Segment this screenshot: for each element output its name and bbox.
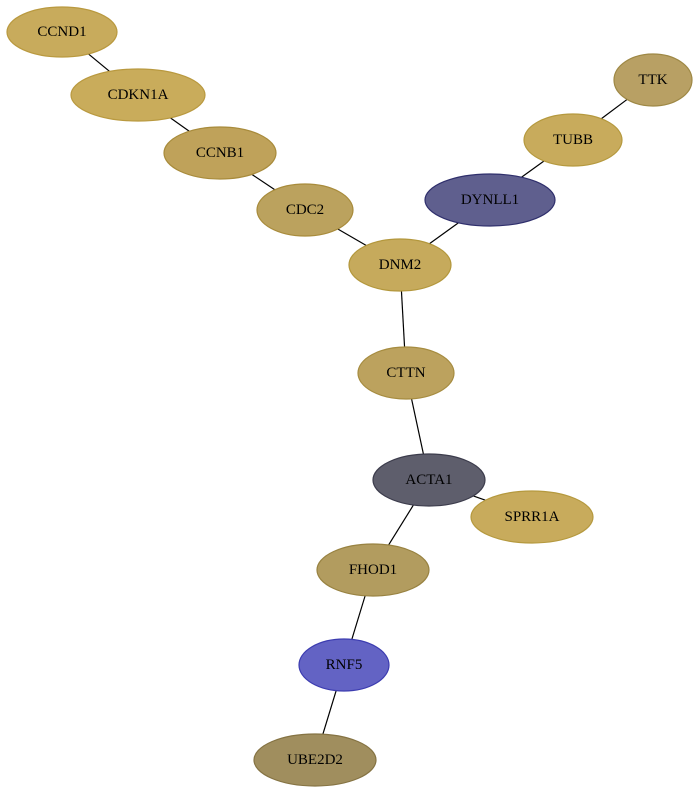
edge-ttk-tubb [600, 98, 628, 120]
node-shape [6, 6, 118, 58]
node-shape [523, 113, 623, 167]
node-ccnd1[interactable]: CCND1 [6, 6, 118, 58]
node-shape [470, 490, 594, 544]
node-dnm2[interactable]: DNM2 [348, 238, 452, 292]
node-label: CDKN1A [108, 87, 169, 103]
node-shape [357, 346, 455, 400]
node-rnf5[interactable]: RNF5 [298, 638, 390, 692]
edge-cttn-acta1 [410, 398, 425, 455]
node-label: ACTA1 [405, 472, 452, 488]
node-shape [70, 68, 206, 122]
node-ube2d2[interactable]: UBE2D2 [253, 733, 377, 787]
node-label: RNF5 [326, 657, 363, 673]
node-acta1[interactable]: ACTA1 [372, 453, 486, 507]
node-label: CCND1 [37, 24, 86, 40]
node-label: UBE2D2 [287, 752, 343, 768]
node-cdkn1a[interactable]: CDKN1A [70, 68, 206, 122]
node-label: CDC2 [286, 202, 324, 218]
node-label: DNM2 [379, 257, 422, 273]
node-shape [163, 126, 277, 180]
node-dynll1[interactable]: DYNLL1 [424, 173, 556, 227]
node-label: DYNLL1 [461, 192, 519, 208]
edge-fhod1-rnf5 [351, 595, 366, 640]
edges-layer [88, 53, 628, 735]
node-label: FHOD1 [349, 562, 397, 578]
edge-dynll1-dnm2 [429, 222, 459, 245]
node-cttn[interactable]: CTTN [357, 346, 455, 400]
node-ccnb1[interactable]: CCNB1 [163, 126, 277, 180]
edge-tubb-dynll1 [521, 160, 545, 178]
edge-cdc2-dnm2 [337, 228, 367, 247]
node-shape [316, 543, 430, 597]
node-ttk[interactable]: TTK [613, 53, 693, 107]
node-shape [372, 453, 486, 507]
node-label: CCNB1 [196, 145, 244, 161]
node-sprr1a[interactable]: SPRR1A [470, 490, 594, 544]
node-label: SPRR1A [504, 509, 559, 525]
edge-dnm2-cttn [400, 290, 406, 348]
node-label: CTTN [386, 365, 425, 381]
edge-cdkn1a-ccnb1 [169, 117, 190, 132]
edge-ccnb1-cdc2 [251, 173, 276, 191]
edge-acta1-fhod1 [388, 504, 414, 546]
node-shape [613, 53, 693, 107]
edge-acta1-sprr1a [473, 495, 486, 501]
node-shape [348, 238, 452, 292]
node-cdc2[interactable]: CDC2 [256, 183, 354, 237]
node-label: TUBB [553, 132, 593, 148]
edge-rnf5-ube2d2 [322, 690, 337, 735]
node-label: TTK [638, 72, 667, 88]
edge-ccnd1-cdkn1a [88, 53, 110, 72]
node-shape [298, 638, 390, 692]
node-shape [424, 173, 556, 227]
node-shape [256, 183, 354, 237]
node-shape [253, 733, 377, 787]
node-fhod1[interactable]: FHOD1 [316, 543, 430, 597]
node-tubb[interactable]: TUBB [523, 113, 623, 167]
